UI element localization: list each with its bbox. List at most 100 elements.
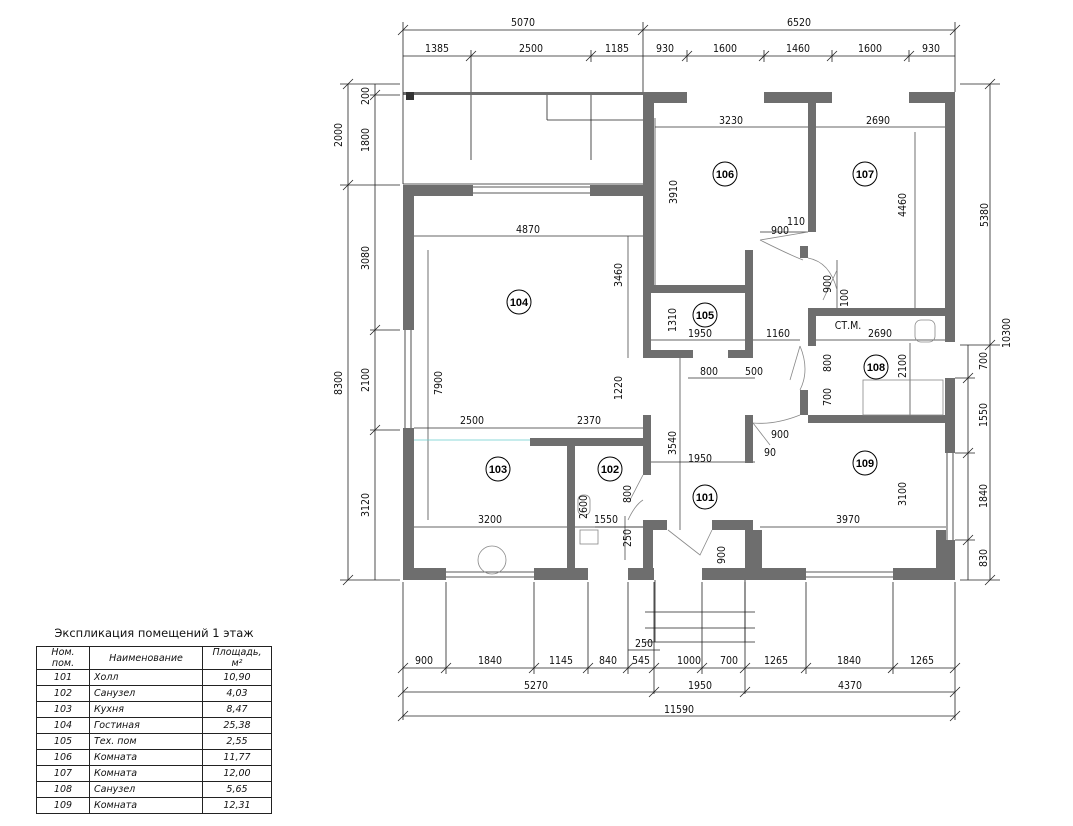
cell-area: 12,00 xyxy=(202,765,272,782)
cell-name: Тех. пом xyxy=(89,733,203,750)
cell-num: 101 xyxy=(36,669,90,686)
dim-top-1185: 1185 xyxy=(605,43,629,55)
dimension-lines xyxy=(340,22,1000,722)
dim-90: 90 xyxy=(764,447,776,459)
dim-700: 700 xyxy=(822,388,834,406)
dim-1220: 1220 xyxy=(613,376,625,400)
room-101: 101 xyxy=(692,484,718,510)
cell-name: Кухня xyxy=(89,701,203,718)
dim-100: 100 xyxy=(839,289,851,307)
room-105-label: 105 xyxy=(696,310,714,322)
dim-bottom-11590: 11590 xyxy=(664,704,694,716)
cell-num: 104 xyxy=(36,717,90,734)
room-105: 105 xyxy=(692,302,718,328)
cell-name: Санузел xyxy=(89,781,203,798)
dim-stm: СТ.М. xyxy=(835,320,862,332)
dim-900a: 900 xyxy=(771,225,789,237)
interior-dimension-lines xyxy=(414,118,946,560)
dim-2690b: 2690 xyxy=(868,328,892,340)
dim-left-200: 200 xyxy=(360,87,372,105)
dim-3200: 3200 xyxy=(478,514,502,526)
table-header-row: Ном. пом. Наименование Площадь, м² xyxy=(36,646,272,670)
cell-num: 102 xyxy=(36,685,90,702)
dim-bottom-1265a: 1265 xyxy=(764,655,788,667)
dim-right-1550: 1550 xyxy=(978,403,990,427)
dim-3540: 3540 xyxy=(667,431,679,455)
room-106-label: 106 xyxy=(716,169,734,181)
dim-right-700: 700 xyxy=(978,352,990,370)
room-107-label: 107 xyxy=(856,169,874,181)
dim-bottom-4370: 4370 xyxy=(838,680,862,692)
header-area: Площадь, м² xyxy=(202,646,272,670)
dim-right-10300: 10300 xyxy=(1001,318,1013,348)
header-name: Наименование xyxy=(89,646,203,670)
dim-4870: 4870 xyxy=(516,224,540,236)
dim-left-3120: 3120 xyxy=(360,493,372,517)
cell-area: 10,90 xyxy=(202,669,272,686)
cell-num: 107 xyxy=(36,765,90,782)
dim-top-1600b: 1600 xyxy=(858,43,882,55)
dim-bottom-1840b: 1840 xyxy=(837,655,861,667)
dim-7900: 7900 xyxy=(433,371,445,395)
dim-1950b: 1950 xyxy=(688,453,712,465)
dim-800a: 800 xyxy=(700,366,718,378)
dim-3970: 3970 xyxy=(836,514,860,526)
dim-bottom-1145: 1145 xyxy=(549,655,573,667)
room-107: 107 xyxy=(852,161,878,187)
cell-area: 12,31 xyxy=(202,797,272,814)
room-labels: 106 107 104 105 108 103 102 109 101 xyxy=(485,161,889,510)
dim-1550: 1550 xyxy=(594,514,618,526)
room-106: 106 xyxy=(712,161,738,187)
cell-area: 5,65 xyxy=(202,781,272,798)
dim-3460: 3460 xyxy=(613,263,625,287)
dim-bottom-900: 900 xyxy=(415,655,433,667)
room-schedule-title: Экспликация помещений 1 этаж xyxy=(54,626,254,640)
dim-2100: 2100 xyxy=(897,354,909,378)
dim-bottom-1950: 1950 xyxy=(688,680,712,692)
dim-3100: 3100 xyxy=(897,482,909,506)
dim-left-1800: 1800 xyxy=(360,128,372,152)
dim-2370: 2370 xyxy=(577,415,601,427)
room-103: 103 xyxy=(485,456,511,482)
dim-top-1460: 1460 xyxy=(786,43,810,55)
cell-name: Комната xyxy=(89,797,203,814)
dim-900c: 900 xyxy=(771,429,789,441)
cell-area: 8,47 xyxy=(202,701,272,718)
dim-4460: 4460 xyxy=(897,193,909,217)
dim-top-1600a: 1600 xyxy=(713,43,737,55)
dim-3230: 3230 xyxy=(719,115,743,127)
cell-num: 105 xyxy=(36,733,90,750)
cell-name: Комната xyxy=(89,765,203,782)
cell-area: 2,55 xyxy=(202,733,272,750)
dim-top-5070: 5070 xyxy=(511,17,535,29)
dim-1310: 1310 xyxy=(667,308,679,332)
room-104: 104 xyxy=(506,289,532,315)
dim-2600: 2600 xyxy=(578,495,590,519)
dim-right-1840: 1840 xyxy=(978,484,990,508)
cell-num: 108 xyxy=(36,781,90,798)
dim-110: 110 xyxy=(787,216,805,228)
room-109-label: 109 xyxy=(856,458,874,470)
dim-bottom-1840a: 1840 xyxy=(478,655,502,667)
dim-3910: 3910 xyxy=(668,180,680,204)
dim-bottom-250: 250 xyxy=(635,638,653,650)
dim-900d: 900 xyxy=(716,546,728,564)
room-103-label: 103 xyxy=(489,464,507,476)
room-108-label: 108 xyxy=(867,362,885,374)
dim-900b: 900 xyxy=(822,275,834,293)
dim-250: 250 xyxy=(622,529,634,547)
dim-1160: 1160 xyxy=(766,328,790,340)
dim-800c: 800 xyxy=(622,485,634,503)
dim-left-8300: 8300 xyxy=(333,371,345,395)
dim-bottom-1000: 1000 xyxy=(677,655,701,667)
room-102-label: 102 xyxy=(601,464,619,476)
dim-left-2100: 2100 xyxy=(360,368,372,392)
